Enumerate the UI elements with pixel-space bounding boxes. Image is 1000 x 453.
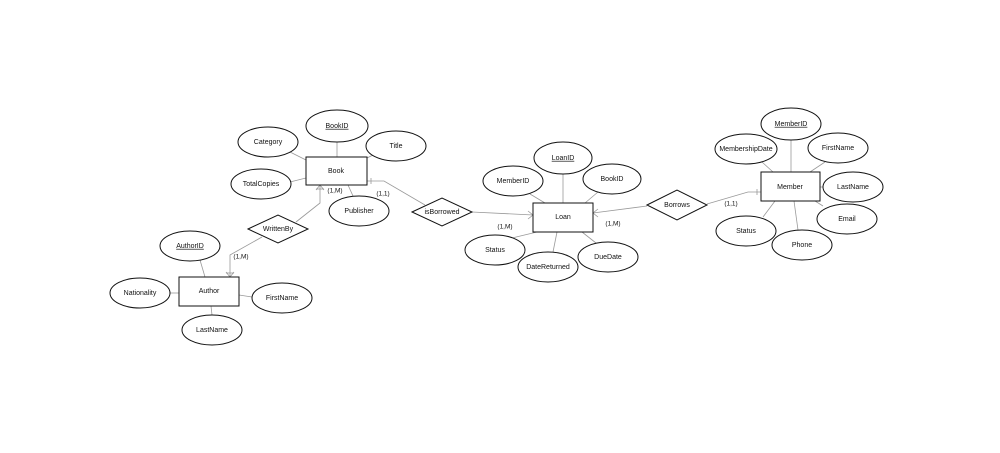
entity-label: Loan — [555, 214, 571, 221]
attribute-member-email[interactable]: Email — [816, 203, 878, 235]
attribute-member-firstname[interactable]: FirstName — [807, 132, 869, 164]
cardinality-book-writtenby: (1,M) — [327, 188, 342, 195]
cardinality-loan-isborrowed: (1,M) — [497, 224, 512, 231]
attribute-book-totalcopies[interactable]: TotalCopies — [230, 168, 292, 200]
attribute-label: MembershipDate — [719, 146, 772, 153]
attribute-loan-memberid[interactable]: MemberID — [482, 165, 544, 197]
relationship-label: WrittenBy — [263, 226, 294, 233]
attribute-label: LastName — [196, 327, 228, 334]
cardinality-book-isborrowed: (1,1) — [376, 191, 389, 198]
attribute-loan-bookid[interactable]: BookID — [582, 163, 642, 195]
entity-loan[interactable]: Loan — [532, 202, 594, 233]
attribute-label: FirstName — [822, 145, 854, 152]
entity-label: Book — [328, 168, 344, 175]
attribute-author-id[interactable]: AuthorID — [159, 230, 221, 262]
attribute-label: Title — [390, 143, 403, 150]
attribute-member-lastname[interactable]: LastName — [822, 171, 884, 203]
attribute-label: MemberID — [775, 121, 808, 128]
attribute-label: FirstName — [266, 295, 298, 302]
relationship-borrows[interactable]: Borrows — [645, 189, 709, 221]
attribute-label: AuthorID — [176, 243, 204, 250]
attribute-label: LastName — [837, 184, 869, 191]
attribute-label: BookID — [326, 123, 349, 130]
relationship-label: Borrows — [664, 202, 690, 209]
relationship-label: isBorrowed — [424, 209, 459, 216]
attribute-label: BookID — [601, 176, 624, 183]
attribute-label: Publisher — [344, 208, 374, 215]
attribute-label: Category — [254, 139, 283, 146]
attribute-label: MemberID — [497, 178, 530, 185]
attribute-label: Nationality — [124, 290, 157, 297]
attribute-loan-datereturned[interactable]: DateReturned — [517, 251, 579, 283]
attribute-loan-status[interactable]: Status — [464, 234, 526, 266]
attribute-author-nationality[interactable]: Nationality — [109, 277, 171, 309]
attribute-label: Phone — [792, 242, 812, 249]
attribute-label: Email — [838, 216, 856, 223]
cardinality-loan-borrows: (1,M) — [605, 221, 620, 228]
attribute-label: Status — [485, 247, 505, 254]
attribute-label: DateReturned — [526, 264, 570, 271]
attribute-label: Status — [736, 228, 756, 235]
attribute-label: DueDate — [594, 254, 622, 261]
relationship-writtenby[interactable]: WrittenBy — [246, 214, 310, 244]
attribute-label: LoanID — [552, 155, 575, 162]
attribute-author-firstname[interactable]: FirstName — [251, 282, 313, 314]
attribute-member-status[interactable]: Status — [715, 215, 777, 247]
attribute-label: TotalCopies — [243, 181, 280, 188]
entity-label: Author — [199, 288, 220, 295]
attribute-author-lastname[interactable]: LastName — [181, 314, 243, 346]
attribute-member-membershipdate[interactable]: MembershipDate — [714, 133, 778, 165]
attribute-book-title[interactable]: Title — [365, 130, 427, 162]
cardinality-author-writtenby: (1,M) — [233, 254, 248, 261]
entity-book[interactable]: Book — [305, 156, 368, 186]
relationship-isborrowed[interactable]: isBorrowed — [410, 197, 474, 227]
attribute-member-phone[interactable]: Phone — [771, 229, 833, 261]
entity-member[interactable]: Member — [760, 171, 821, 202]
entity-author[interactable]: Author — [178, 276, 240, 307]
attribute-loan-id[interactable]: LoanID — [533, 141, 593, 175]
attribute-loan-duedate[interactable]: DueDate — [577, 241, 639, 273]
attribute-member-id[interactable]: MemberID — [760, 107, 822, 141]
cardinality-member-borrows: (1,1) — [724, 201, 737, 208]
entity-label: Member — [777, 184, 803, 191]
attribute-book-id[interactable]: BookID — [305, 109, 369, 143]
attribute-book-publisher[interactable]: Publisher — [328, 195, 390, 227]
attribute-book-category[interactable]: Category — [237, 126, 299, 158]
connectors — [170, 140, 826, 316]
